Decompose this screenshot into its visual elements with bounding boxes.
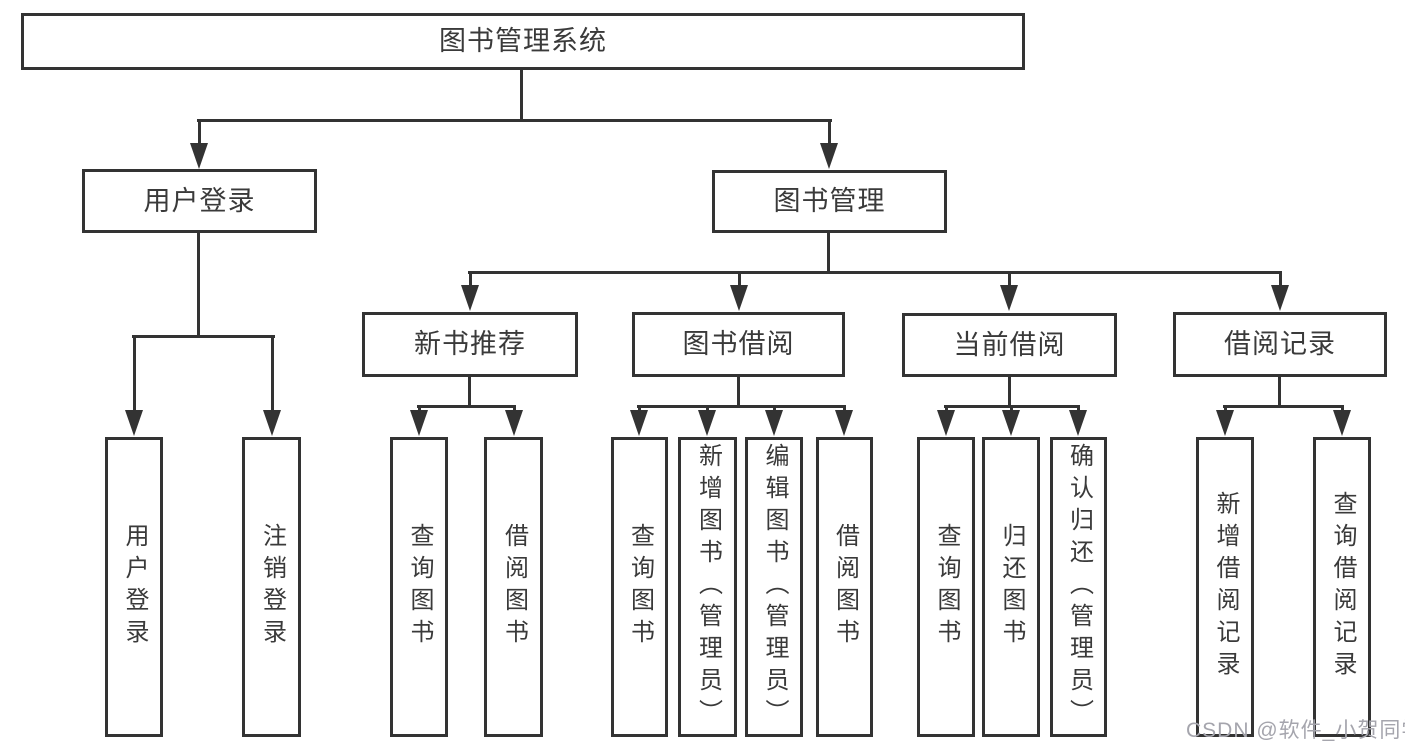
arrow-down-icon: [630, 410, 648, 436]
arrow-down-icon: [461, 285, 479, 311]
node-query-books-recommend: 查询图书: [390, 437, 448, 737]
node-new-book-recommend: 新书推荐: [362, 312, 578, 377]
node-label: 查询借阅记录: [1329, 491, 1356, 683]
node-label: 新书推荐: [414, 329, 526, 359]
edge-line: [197, 119, 832, 122]
arrow-down-icon: [1000, 285, 1018, 311]
node-label: 当前借阅: [953, 329, 1066, 360]
arrow-down-icon: [820, 143, 838, 169]
edge-line: [773, 405, 776, 411]
edge-line: [638, 405, 641, 411]
node-query-books-current: 查询图书: [917, 437, 975, 737]
arrow-down-icon: [1271, 285, 1289, 311]
node-borrow-books: 借阅图书: [816, 437, 873, 737]
edge-line: [520, 70, 523, 120]
node-label: 归还图书: [998, 523, 1025, 651]
node-edit-books-admin: 编辑图书（管理员）: [745, 437, 803, 737]
node-return-books: 归还图书: [982, 437, 1040, 737]
arrow-down-icon: [263, 410, 281, 436]
node-logout: 注销登录: [242, 437, 301, 737]
node-borrowing-records: 借阅记录: [1173, 312, 1387, 377]
edge-line: [1010, 405, 1013, 411]
arrow-down-icon: [765, 410, 783, 436]
node-label: 新增图书（管理员）: [694, 443, 722, 731]
node-add-borrow-record: 新增借阅记录: [1196, 437, 1254, 737]
edge-line: [271, 335, 274, 411]
node-label: 查询图书: [406, 523, 433, 651]
edge-line: [418, 405, 421, 411]
node-label: 确认归还（管理员）: [1065, 443, 1093, 731]
edge-line: [738, 271, 741, 286]
node-label: 图书借阅: [682, 329, 795, 359]
node-query-borrow-record: 查询借阅记录: [1313, 437, 1371, 737]
edge-line: [1278, 377, 1281, 408]
node-label: 用户登录: [121, 523, 148, 651]
arrow-down-icon: [937, 410, 955, 436]
node-label: 图书管理: [773, 186, 886, 216]
arrow-down-icon: [505, 410, 523, 436]
node-label: 借阅记录: [1224, 329, 1336, 359]
edge-line: [198, 119, 201, 144]
arrow-down-icon: [698, 410, 716, 436]
edge-line: [1224, 405, 1227, 411]
arrow-down-icon: [1002, 410, 1020, 436]
arrow-down-icon: [190, 143, 208, 169]
node-user-login: 用户登录: [82, 169, 317, 233]
arrow-down-icon: [125, 410, 143, 436]
edge-line: [945, 405, 948, 411]
node-label: 编辑图书（管理员）: [761, 443, 788, 731]
edge-line: [1223, 405, 1344, 408]
node-label: 借阅图书: [500, 523, 528, 651]
node-library-management-system: 图书管理系统: [21, 13, 1025, 70]
edge-line: [133, 335, 136, 411]
edge-line: [469, 271, 472, 286]
arrow-down-icon: [1333, 410, 1351, 436]
node-current-borrowing: 当前借阅: [902, 313, 1117, 377]
node-query-books-borrowing: 查询图书: [611, 437, 668, 737]
arrow-down-icon: [730, 285, 748, 311]
edge-line: [1279, 271, 1282, 286]
edge-line: [828, 119, 831, 144]
edge-line: [417, 405, 516, 408]
csdn-watermark: CSDN @软件_小贺同学: [1186, 719, 1405, 742]
edge-line: [737, 377, 740, 408]
node-label: 查询图书: [933, 523, 960, 651]
node-label: 注销登录: [258, 523, 286, 651]
edge-line: [468, 377, 471, 408]
arrow-down-icon: [835, 410, 853, 436]
edge-line: [513, 405, 516, 411]
node-user-login-leaf: 用户登录: [105, 437, 163, 737]
node-add-books-admin: 新增图书（管理员）: [678, 437, 737, 737]
edge-line: [1008, 271, 1011, 286]
edge-line: [843, 405, 846, 411]
arrow-down-icon: [1069, 410, 1087, 436]
edge-line: [637, 405, 846, 408]
edge-line: [1341, 405, 1344, 411]
node-label: 新增借阅记录: [1212, 491, 1239, 683]
node-confirm-return-admin: 确认归还（管理员）: [1050, 437, 1107, 737]
arrow-down-icon: [410, 410, 428, 436]
edge-line: [468, 271, 1282, 274]
edge-line: [132, 335, 275, 338]
node-label: 图书管理系统: [439, 26, 607, 56]
arrow-down-icon: [1216, 410, 1234, 436]
edge-line: [1077, 405, 1080, 411]
node-book-management: 图书管理: [712, 170, 947, 233]
edge-line: [827, 233, 830, 274]
node-label: 查询图书: [626, 523, 654, 651]
edge-line: [197, 233, 200, 338]
node-label: 用户登录: [143, 185, 256, 216]
edge-line: [1008, 377, 1011, 408]
node-label: 借阅图书: [831, 523, 859, 651]
edge-line: [706, 405, 709, 411]
node-book-borrowing: 图书借阅: [632, 312, 845, 377]
node-borrow-books-recommend: 借阅图书: [484, 437, 543, 737]
